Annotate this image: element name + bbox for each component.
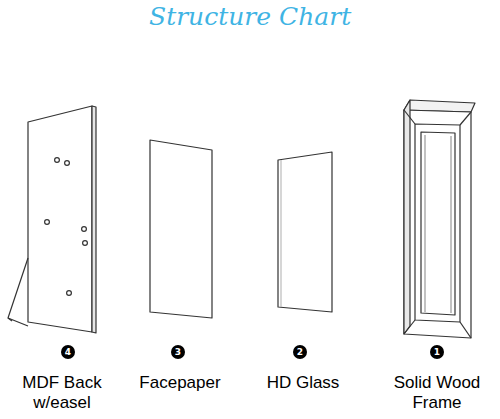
part-name: MDF Back w/easel [7, 373, 117, 413]
callout-number: 3 [171, 345, 185, 359]
callout-number: 4 [61, 345, 75, 359]
chart-title: Structure Chart [149, 2, 351, 31]
part-name: Solid Wood Frame [384, 373, 490, 413]
callout-number: 1 [430, 345, 444, 359]
mdf-back-panel [8, 106, 96, 333]
facepaper-sheet [150, 140, 212, 318]
wood-frame [404, 100, 475, 338]
part-name: Facepaper [125, 373, 235, 393]
part-name: HD Glass [248, 373, 358, 393]
glass-pane [278, 152, 332, 312]
callout-number: 2 [293, 345, 307, 359]
